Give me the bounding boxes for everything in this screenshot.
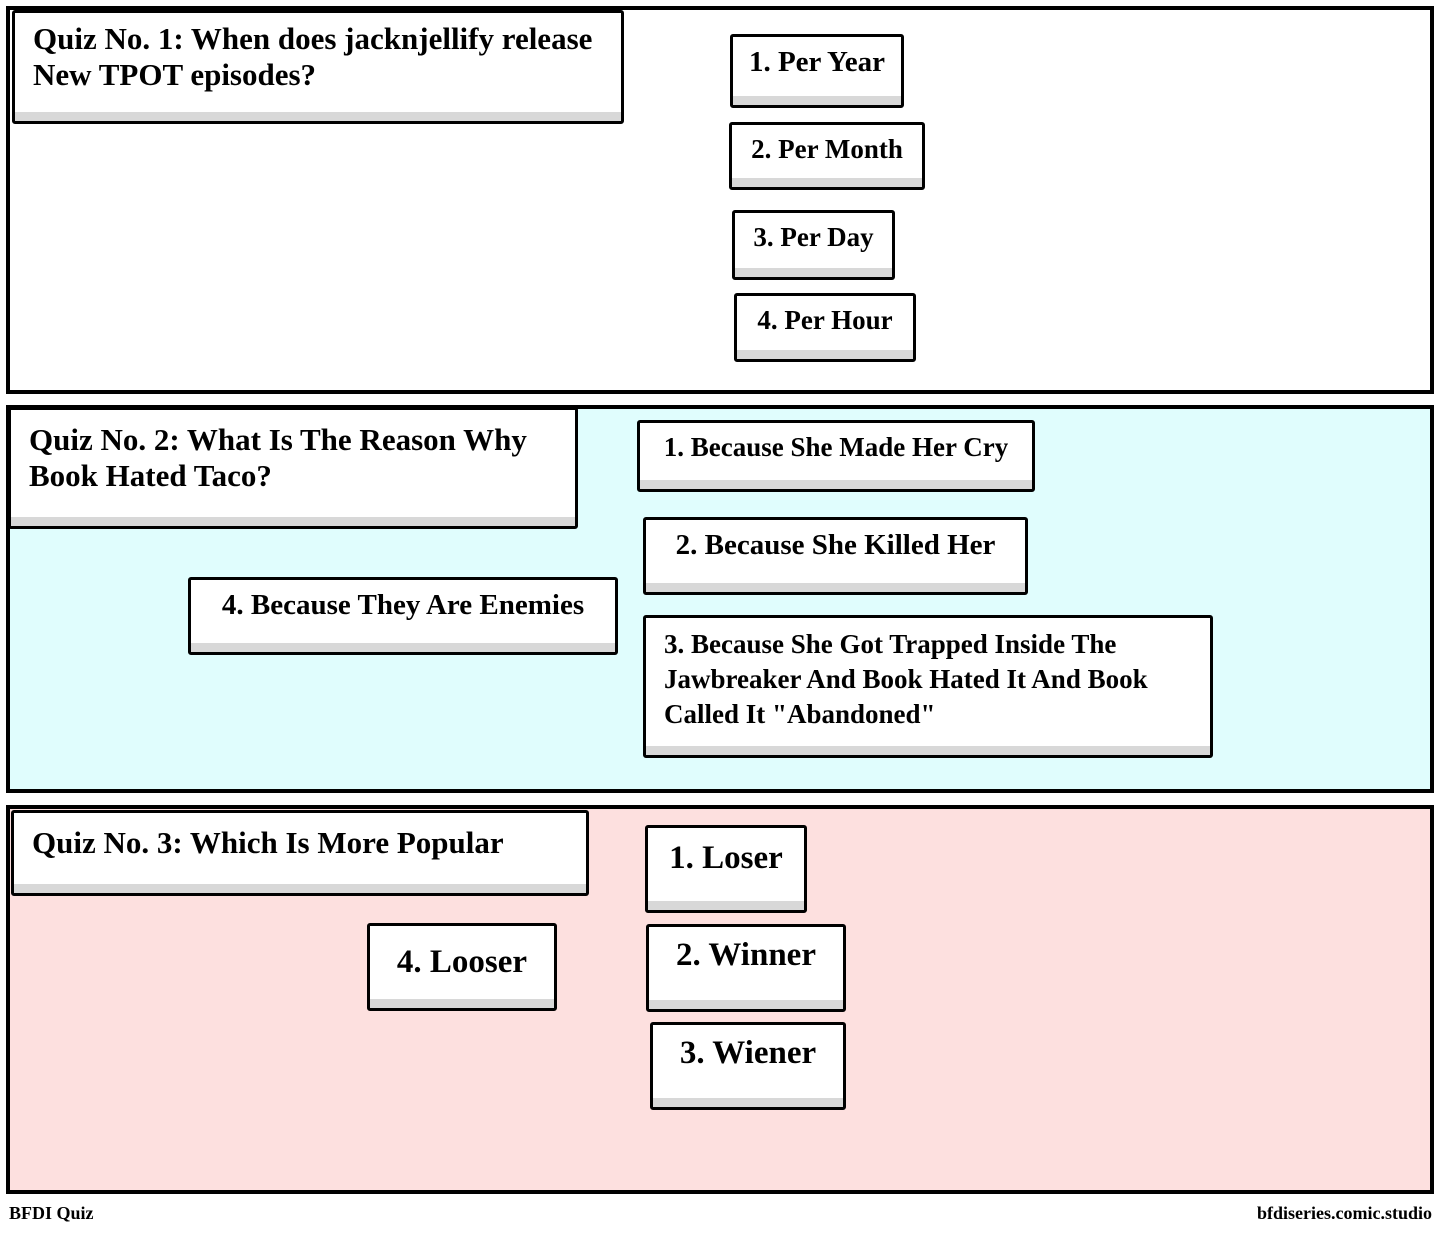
answer-label: 3. Wiener [679,1035,817,1071]
answer-button-3-2[interactable]: 2. Winner [646,924,846,1012]
answer-button-3-4[interactable]: 4. Looser [367,923,557,1011]
question-text-1: Quiz No. 1: When does jacknjellify relea… [33,21,593,92]
answer-button-2-4[interactable]: 4. Because They Are Enemies [188,577,618,655]
footer-title: BFDI Quiz [9,1203,94,1223]
answer-label: 1. Because She Made Her Cry [663,432,1009,462]
footer-site: bfdiseries.comic.studio [1257,1203,1432,1223]
answer-label: 1. Per Year [748,46,886,78]
answer-label: 2. Winner [676,937,816,973]
answer-button-3-3[interactable]: 3. Wiener [650,1022,846,1110]
quiz-panel-2: Quiz No. 2: What Is The Reason Why Book … [6,405,1434,793]
answer-button-3-1[interactable]: 1. Loser [645,825,807,913]
answer-label: 4. Because They Are Enemies [221,589,585,621]
question-text-2: Quiz No. 2: What Is The Reason Why Book … [29,422,527,493]
answer-label: 2. Because She Killed Her [675,529,996,561]
question-box-1: Quiz No. 1: When does jacknjellify relea… [12,10,624,124]
answer-button-1-1[interactable]: 1. Per Year [730,34,904,108]
answer-button-2-1[interactable]: 1. Because She Made Her Cry [637,420,1035,492]
quiz-panel-3: Quiz No. 3: Which Is More Popular 1. Los… [6,805,1434,1194]
question-box-2: Quiz No. 2: What Is The Reason Why Book … [10,409,578,529]
answer-label: 2. Per Month [751,134,903,164]
question-text-3: Quiz No. 3: Which Is More Popular [32,825,504,860]
answer-label: 3. Because She Got Trapped Inside The Ja… [664,629,1148,730]
answer-label: 4. Looser [396,944,528,980]
answer-button-1-2[interactable]: 2. Per Month [729,122,925,190]
answer-label: 1. Loser [669,840,783,876]
answer-button-1-3[interactable]: 3. Per Day [732,210,895,280]
answer-label: 3. Per Day [753,222,874,252]
answer-button-2-3[interactable]: 3. Because She Got Trapped Inside The Ja… [643,615,1213,758]
answer-button-1-4[interactable]: 4. Per Hour [734,293,916,362]
quiz-panel-1: Quiz No. 1: When does jacknjellify relea… [6,6,1434,394]
answer-button-2-2[interactable]: 2. Because She Killed Her [643,517,1028,595]
question-box-3: Quiz No. 3: Which Is More Popular [11,810,589,896]
answer-label: 4. Per Hour [757,305,893,335]
